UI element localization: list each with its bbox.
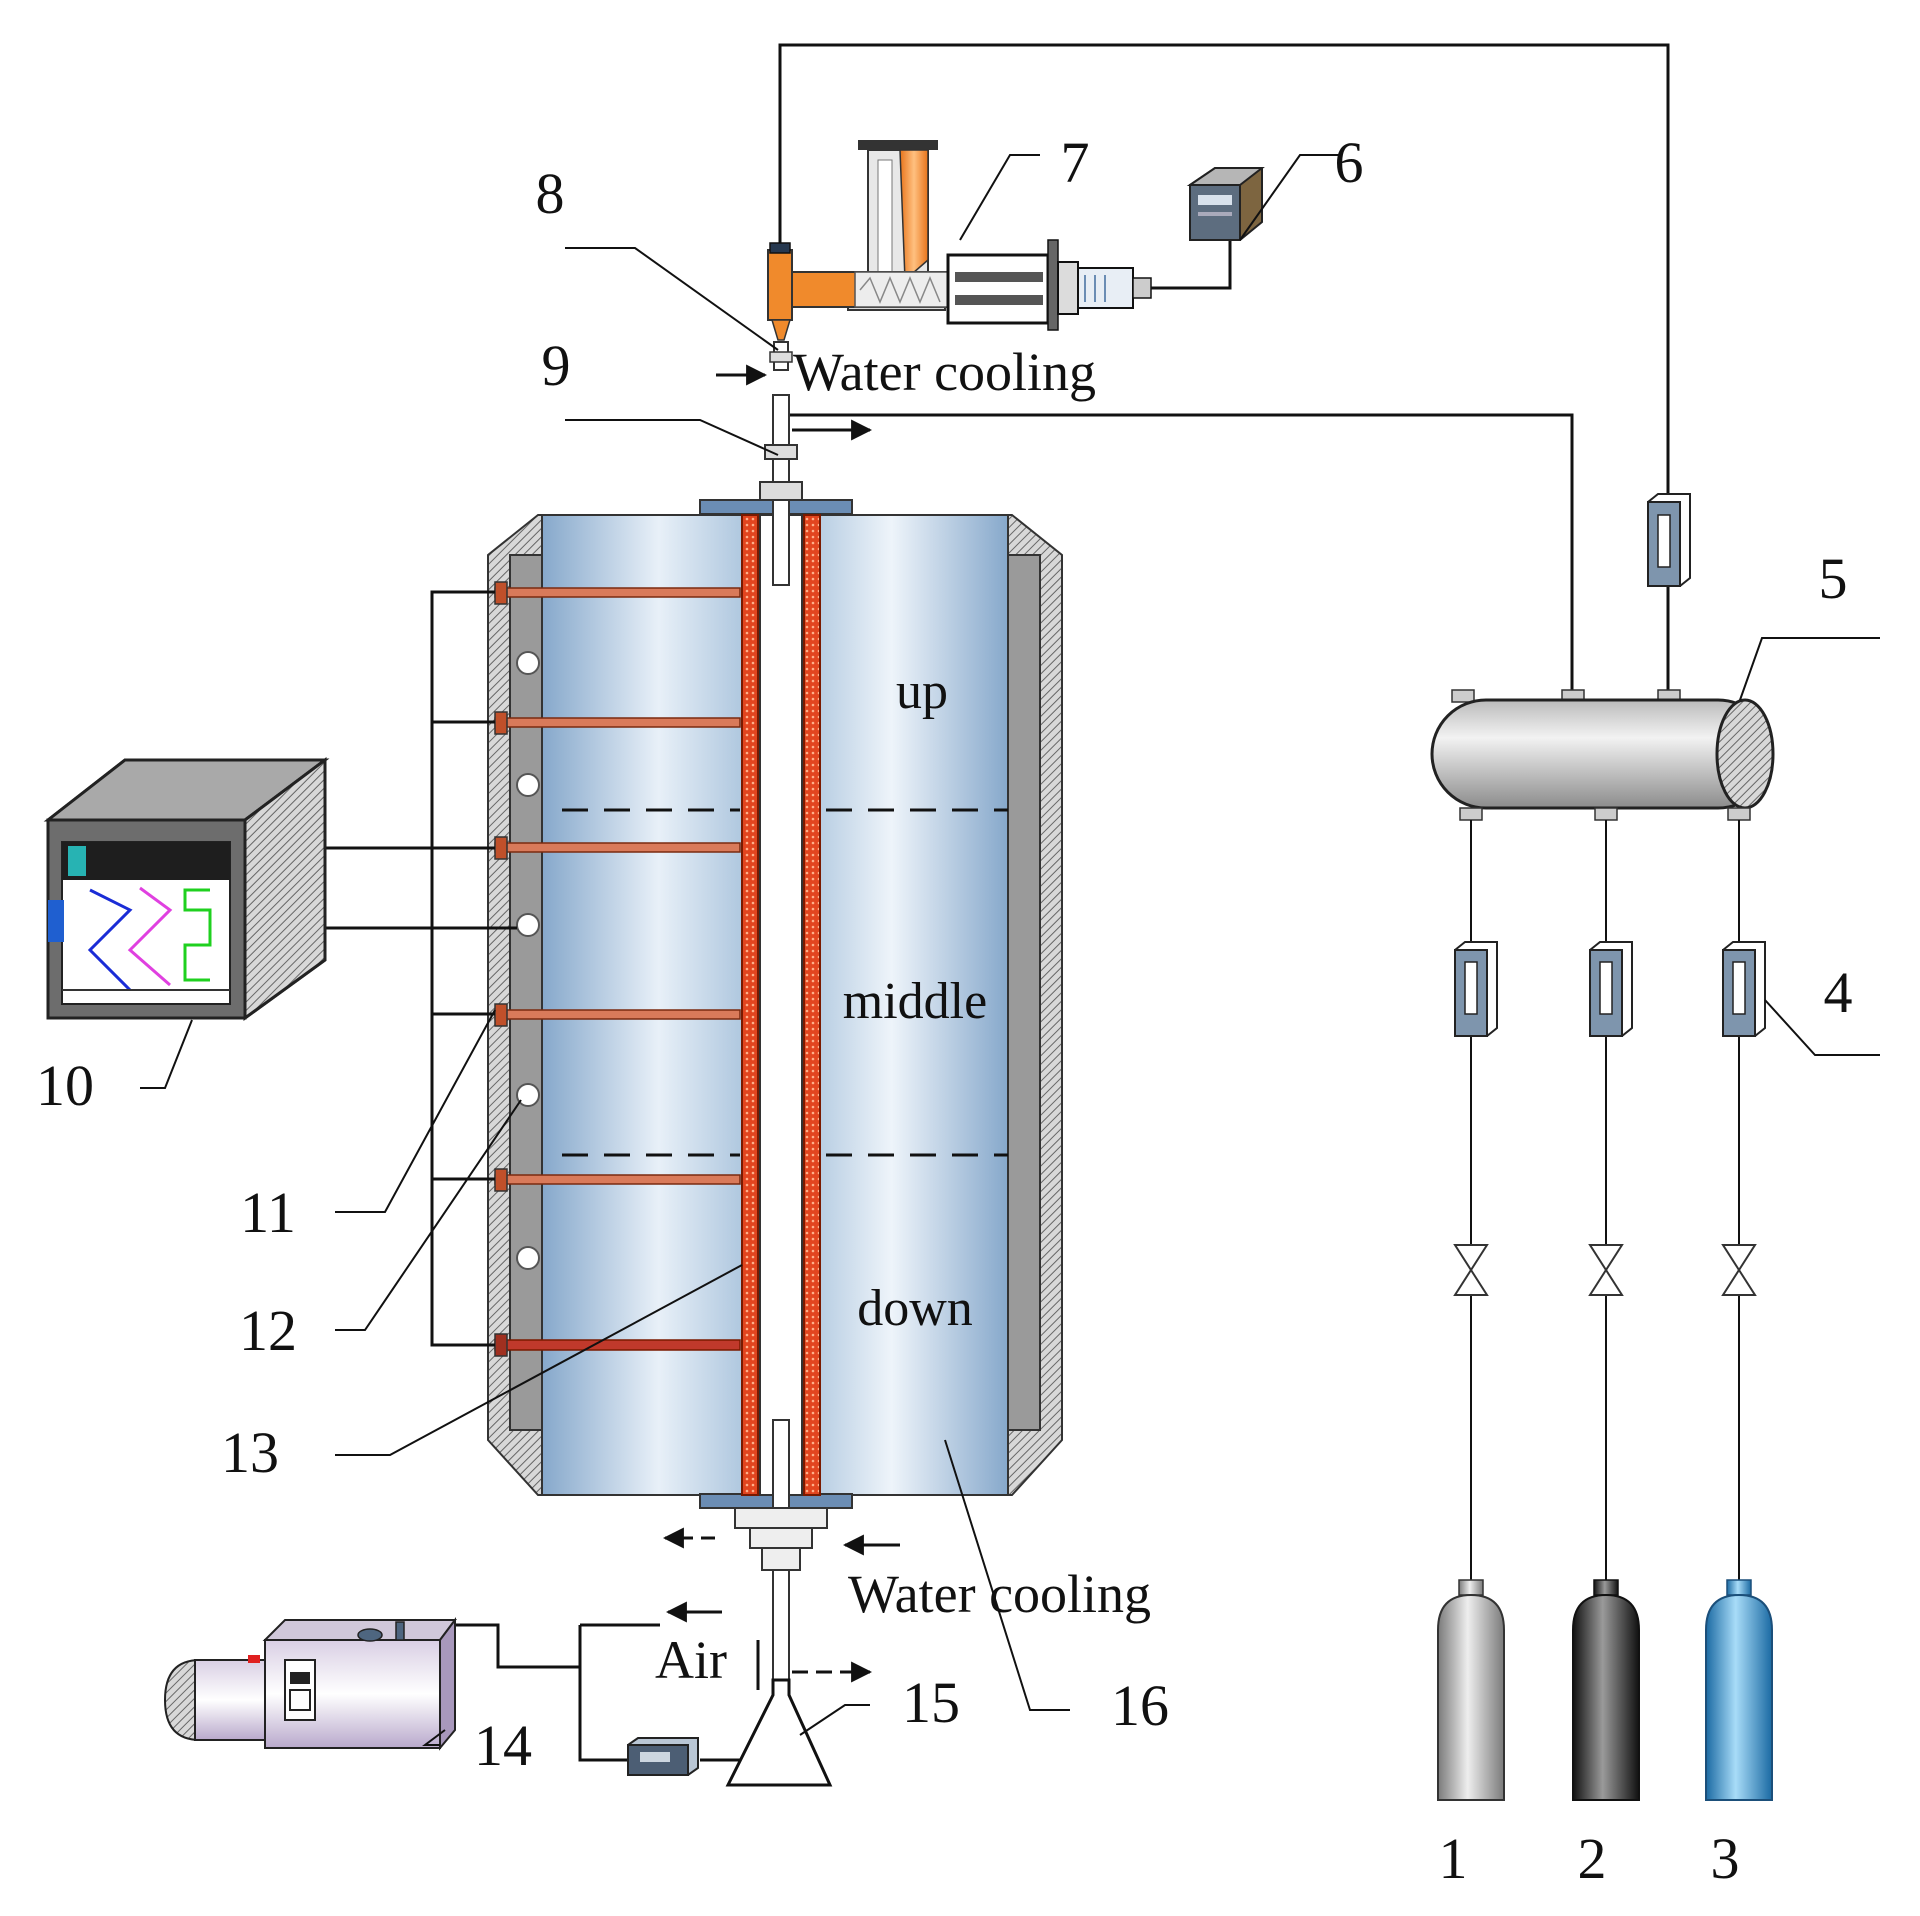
label-cylinder-3: 3 [1711,1826,1740,1891]
label-furnace: 16 [1111,1673,1169,1738]
leader-lines [140,154,1880,1746]
zone-middle-label: middle [843,973,987,1030]
temperature-recorder [43,757,330,1021]
zone-up-label: up [896,663,948,720]
air-label: Air [655,1630,727,1690]
gas-cylinder-1 [1437,1579,1505,1801]
water-cooling-bottom-label: Water cooling [848,1564,1151,1624]
label-flowmeters: 4 [1824,960,1853,1025]
label-computer: 6 [1335,130,1364,195]
recorder-wiring [325,590,517,1347]
zone-down-label: down [857,1280,973,1337]
label-nozzle: 8 [536,161,565,226]
label-flask: 15 [902,1670,960,1735]
small-flowmeter [627,1737,699,1776]
vacuum-pump [163,1617,457,1751]
heating-element [741,514,821,1496]
flowmeter-1 [1454,941,1498,1037]
flowmeter-3 [1722,941,1766,1037]
label-cylinder-1: 1 [1439,1826,1468,1891]
bottom-cooling-arrows [662,1527,900,1683]
screw-feeder [767,140,1152,341]
thermocouple-rod [494,1003,741,1027]
flowmeter [1647,493,1691,587]
water-cooling-top-label: Water cooling [793,342,1096,402]
controller-computer [1186,167,1265,241]
gas-mixing-tank [1430,689,1775,821]
label-mixing-tank: 5 [1819,546,1848,611]
gas-cylinder-2 [1572,1579,1640,1801]
label-cylinder-2: 2 [1578,1826,1607,1891]
thermocouples [494,581,741,1357]
return-gas-line [790,413,1574,700]
gas-cylinder-3 [1705,1579,1773,1801]
feeder-control-line [1151,238,1232,290]
valves [1453,1244,1757,1296]
label-feeder: 7 [1061,130,1090,195]
label-recorder: 10 [36,1053,94,1118]
collection-flask [725,1640,833,1787]
flowmeter-2 [1589,941,1633,1037]
label-reactor-tube: 9 [542,333,571,398]
label-thermocouple: 11 [240,1180,296,1245]
reactor-tube [734,394,828,1681]
label-pump: 14 [474,1713,532,1778]
temperature-sensors [516,651,540,1270]
label-heater: 13 [221,1420,279,1485]
carrier-gas-line [778,43,1670,700]
label-sensor: 12 [239,1298,297,1363]
